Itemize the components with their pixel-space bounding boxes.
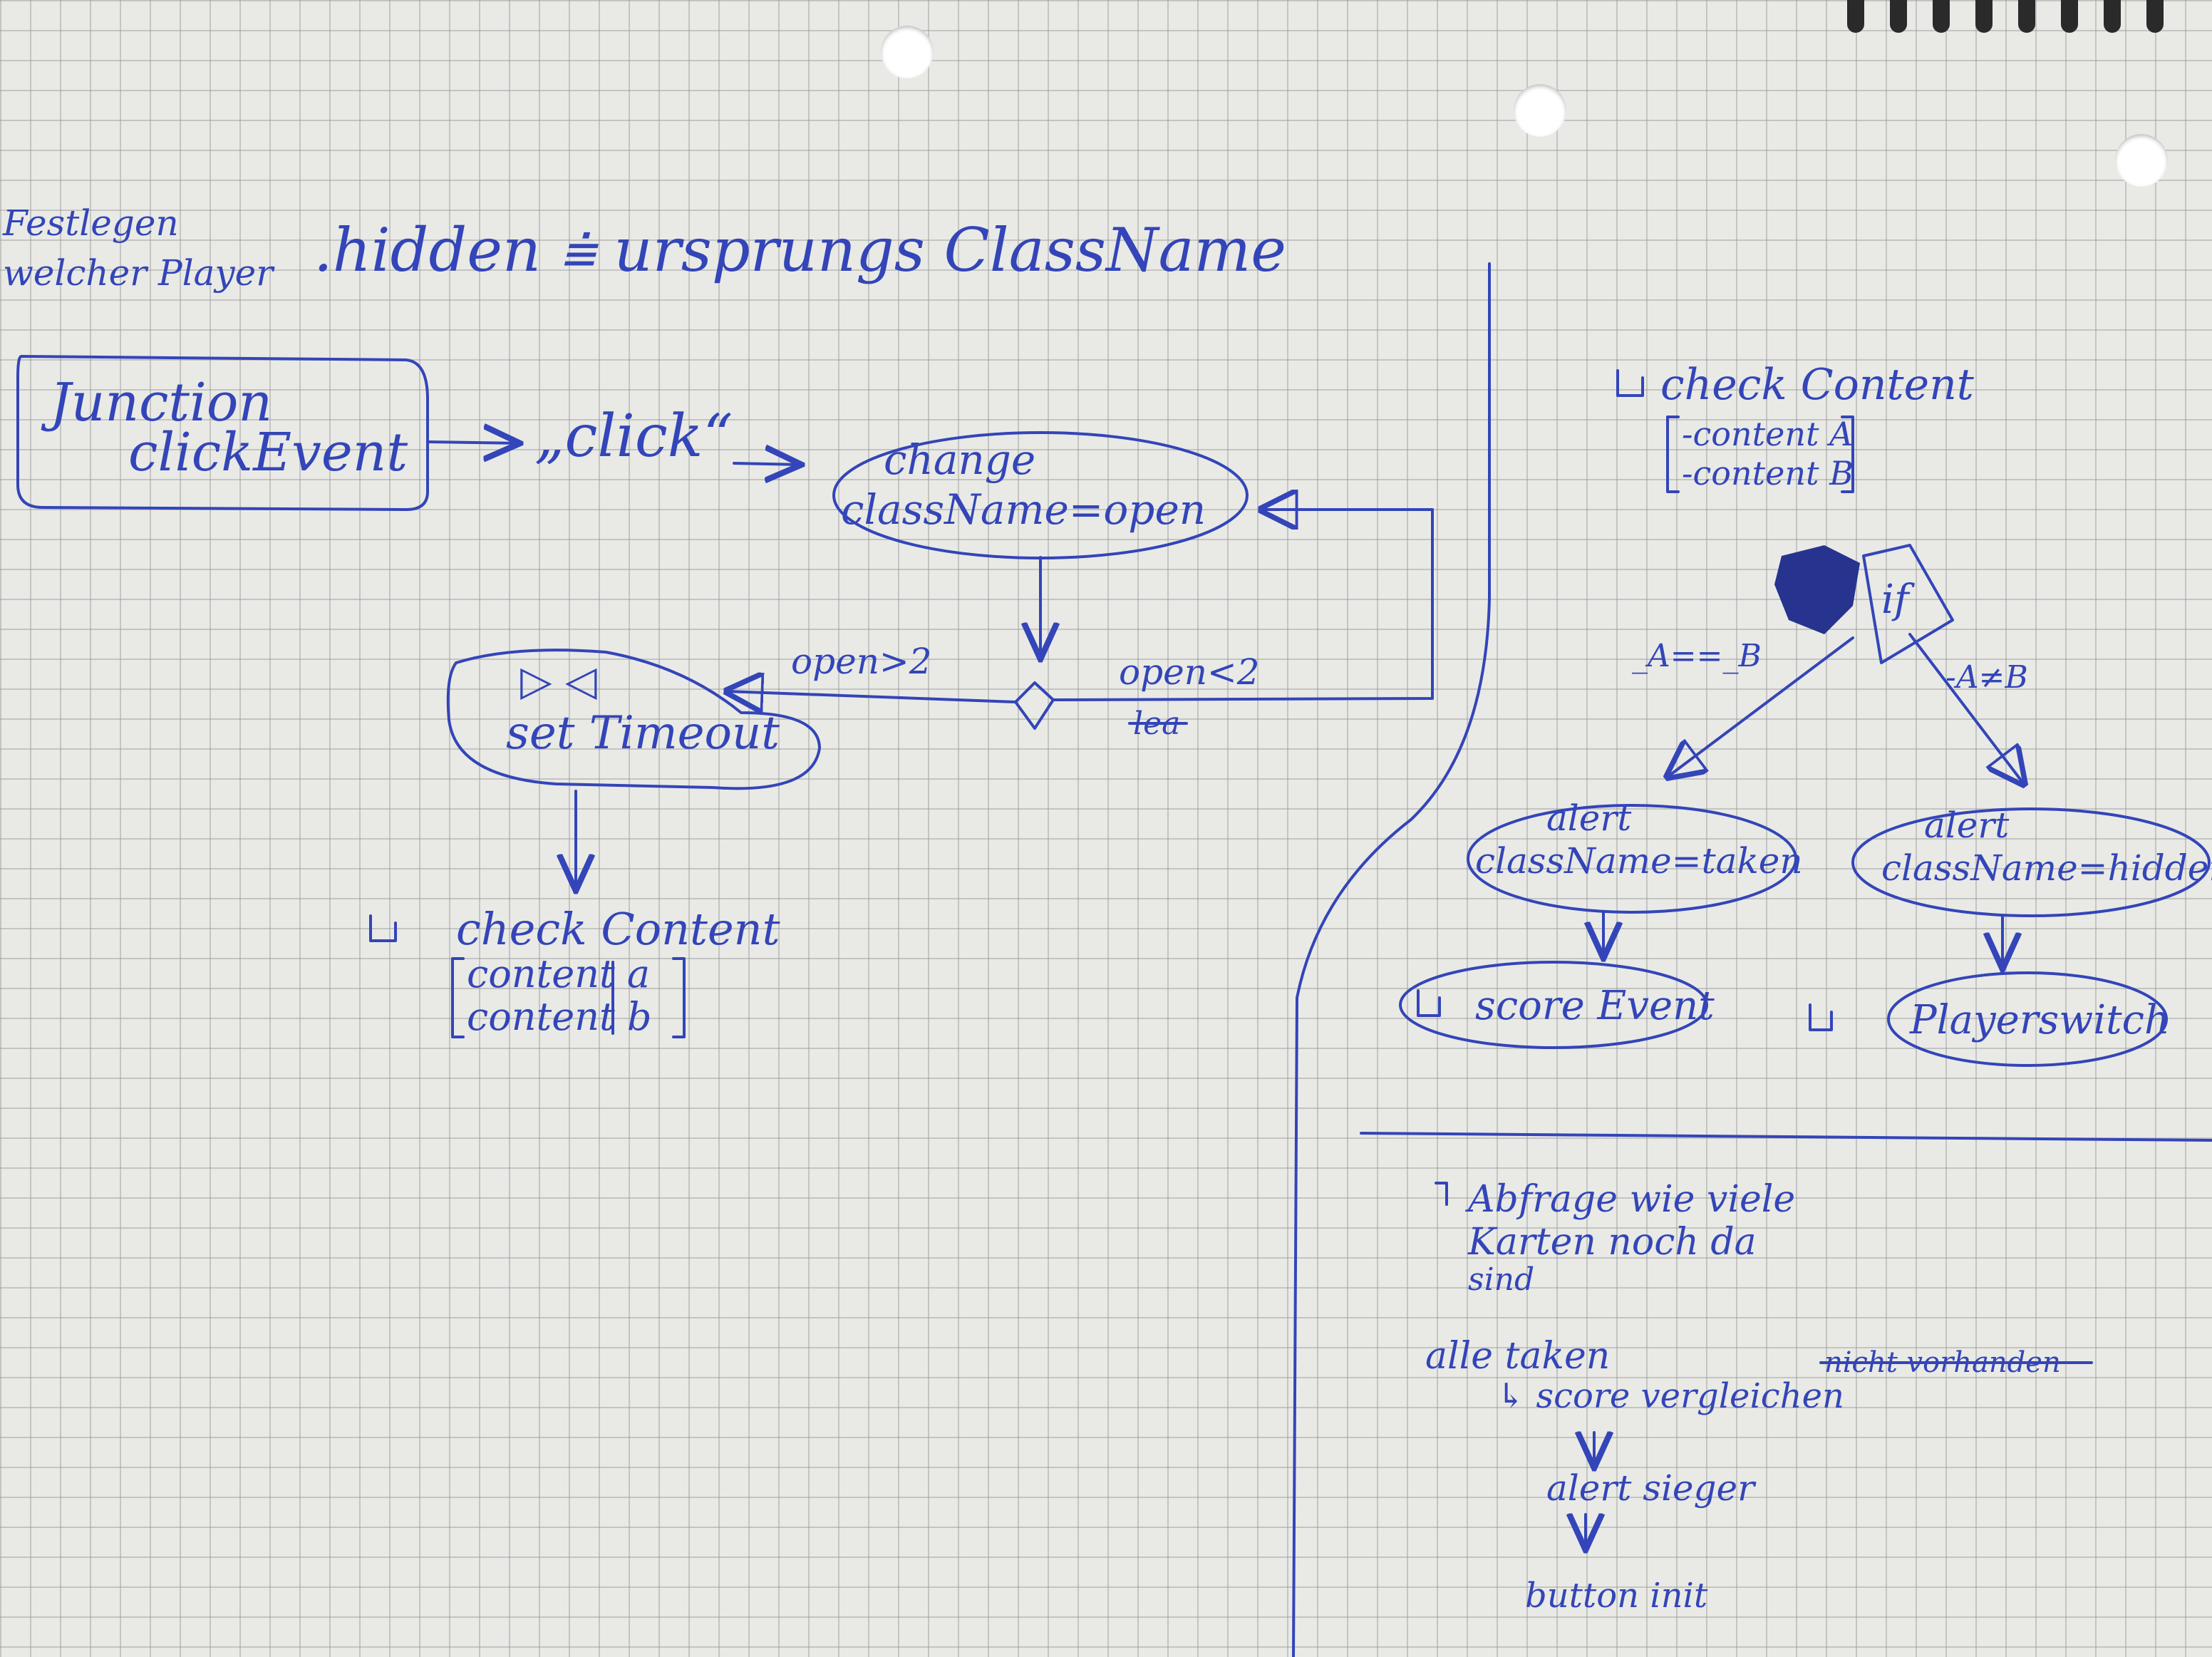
alert-hidden-node (1851, 807, 2211, 917)
right-content-b: -content B (1682, 454, 1854, 492)
abfrage-line1: Abfrage wie viele (1465, 1178, 1795, 1221)
click-label: „click“ (534, 403, 733, 470)
alle-taken-label: alle taken (1425, 1335, 1610, 1378)
bracket-right (672, 957, 686, 1038)
spiral-punch (2104, 0, 2121, 33)
vertical-divider (1292, 262, 1491, 1657)
binder-hole (1514, 84, 1566, 137)
content-a-item: content a (467, 951, 650, 996)
score-return-symbol (1417, 989, 1441, 1017)
notequal-label: -A≠B (1945, 659, 2028, 696)
button-init-label: button init (1525, 1576, 1708, 1616)
alert-hidden-alert: alert (1924, 805, 2010, 846)
right-bracket-left (1666, 415, 1680, 493)
spiral-punch (1933, 0, 1950, 33)
hidden-classname-note: .hidden ⩧ ursprungs ClassName (314, 215, 1286, 285)
spiral-punch (2146, 0, 2164, 33)
if-label: if (1881, 577, 1916, 623)
switch-return-symbol (1809, 1003, 1833, 1031)
abfrage-line3: sind (1468, 1261, 1534, 1298)
alert-sieger-label: alert sieger (1546, 1467, 1757, 1509)
arrow-if-to-hidden (1908, 633, 2024, 784)
alert-taken-alert: alert (1546, 797, 1632, 839)
decision-diamond (1014, 681, 1055, 730)
change-label: change (884, 435, 1035, 484)
open-lt-label: open<2 (1119, 651, 1260, 693)
function-label: Junction (41, 372, 272, 433)
right-return-symbol (1616, 369, 1644, 397)
arrow-decision-to-timeout (727, 691, 1017, 702)
spiral-punch (1890, 0, 1907, 33)
score-event-node (1399, 961, 1708, 1049)
set-timeout-node (446, 649, 821, 790)
if-decision-diamond (1862, 544, 1954, 664)
spiral-punch (1975, 0, 1993, 33)
score-vergleichen-label: ↳ score vergleichen (1497, 1376, 1844, 1416)
arrow-function-to-click (426, 442, 520, 443)
binder-hole (2115, 134, 2168, 187)
festlegen-label: Festlegen (2, 202, 179, 244)
return-symbol (369, 914, 397, 942)
set-timeout-label: set Timeout (506, 707, 780, 760)
function-box (16, 355, 429, 511)
horizontal-divider (1360, 1132, 2212, 1142)
binder-hole (881, 26, 934, 78)
right-content-a: -content A (1682, 415, 1853, 453)
arrow-click-to-change (733, 463, 802, 465)
loop-back-arrow (1052, 510, 1434, 701)
spiral-punch (1847, 0, 1864, 33)
spiral-punch (2018, 0, 2035, 33)
bracket-left (451, 957, 465, 1038)
classname-hidden: className=hidden (1881, 847, 2212, 889)
scribbled-out-mark (1774, 545, 1860, 634)
click-event-label: clickEvent (128, 422, 408, 483)
alert-taken-node (1467, 804, 1797, 914)
player-switch-label: Playerswitch (1909, 997, 2170, 1043)
right-bracket-right (1841, 415, 1854, 493)
welcher-player-label: welcher Player (3, 252, 275, 294)
abfrage-line2: Karten noch da (1467, 1221, 1757, 1264)
spiral-punch (2061, 0, 2078, 33)
right-check-content-title: check Content (1660, 360, 1975, 410)
player-switch-node (1887, 971, 2168, 1067)
classname-open-label: className=open (841, 485, 1206, 534)
note-bullet (1435, 1182, 1448, 1206)
score-event-label: score Event (1475, 983, 1715, 1029)
arrow-if-to-taken (1668, 636, 1854, 777)
classname-taken: className=taken (1475, 840, 1803, 882)
check-content-title: check Content (456, 903, 780, 955)
equal-label: _A==_B (1632, 638, 1762, 674)
content-b-item: content b (467, 994, 651, 1039)
timeout-symbol: ▷ ◁ (520, 656, 597, 705)
open-gt-label: open>2 (791, 641, 932, 682)
